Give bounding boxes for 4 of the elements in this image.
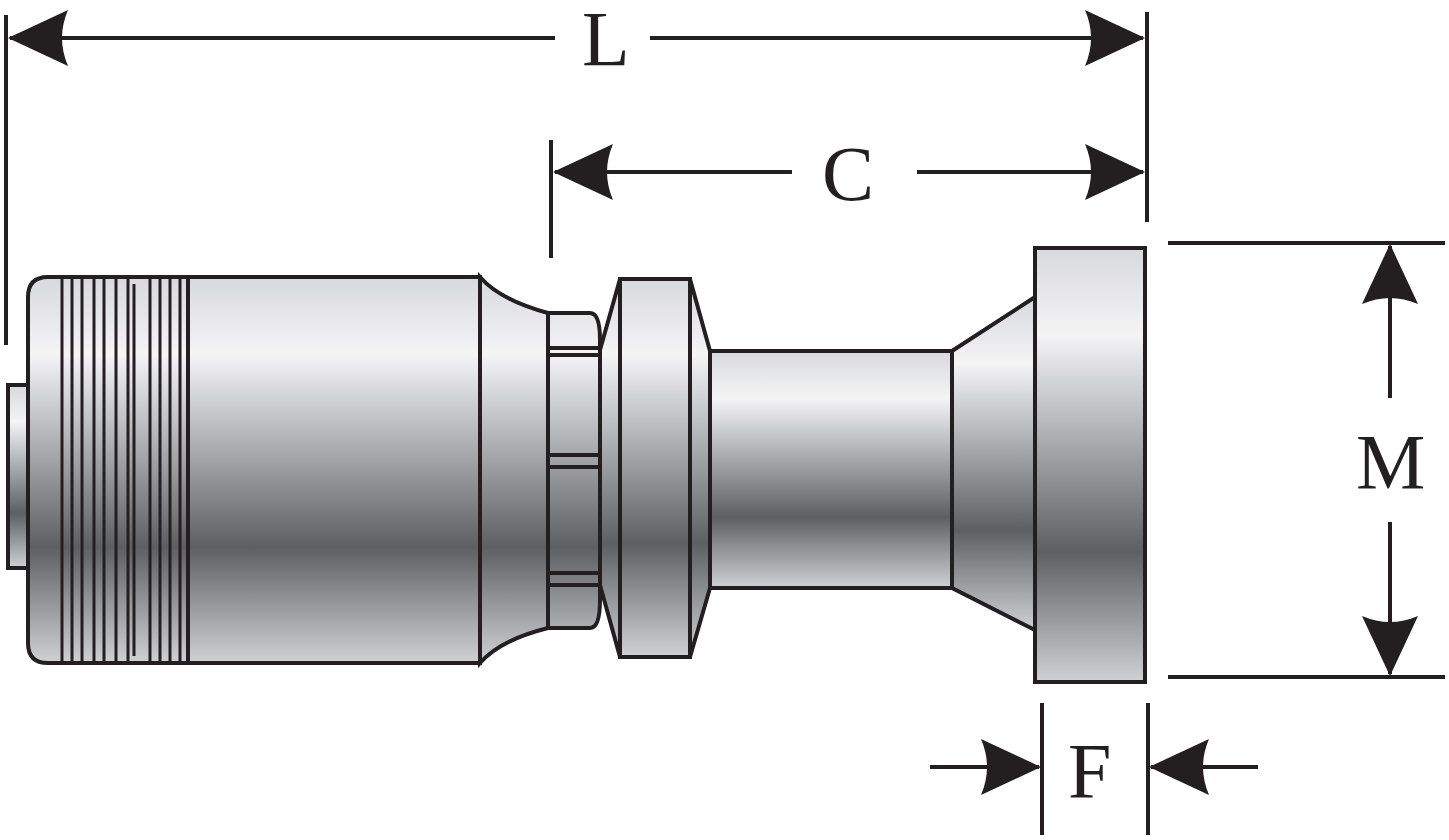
dimension-label: C bbox=[822, 135, 875, 213]
dimension-label: F bbox=[1068, 732, 1112, 810]
dimension-label: L bbox=[582, 0, 630, 78]
dimension-label: M bbox=[1356, 423, 1426, 501]
